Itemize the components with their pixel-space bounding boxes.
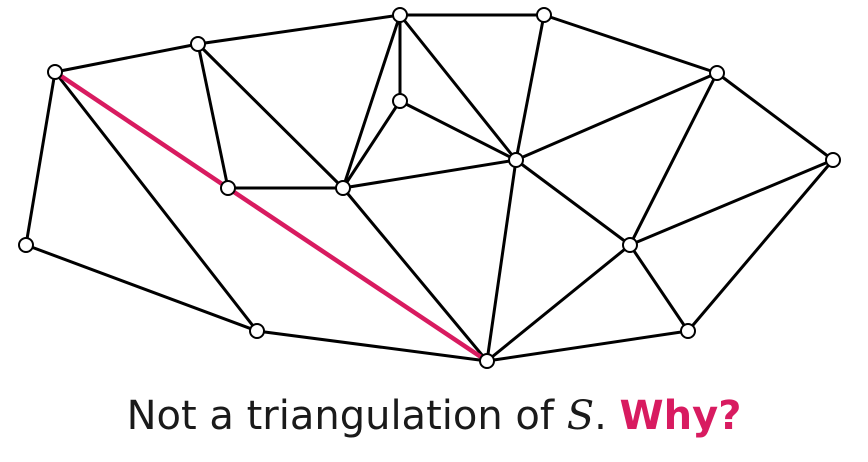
vertex-v13 [680, 323, 696, 339]
edge-v4-v5 [715, 71, 835, 162]
edge-v10-v0 [24, 70, 57, 247]
edge-v14-v12 [255, 329, 489, 363]
vertex-v9 [335, 180, 351, 196]
vertex-v0 [47, 64, 63, 80]
edge-v13-v14 [485, 329, 690, 363]
vertex-v4 [709, 65, 725, 81]
caption: Not a triangulation of S. Why? [0, 388, 868, 444]
edge-v6-v7 [398, 99, 518, 162]
vertex-v3 [536, 7, 552, 23]
vertex-v2 [392, 7, 408, 23]
caption-text: Not a triangulation of [126, 393, 567, 439]
edge-v4-v11 [628, 71, 719, 247]
vertex-v8 [220, 180, 236, 196]
edge-v4-v7 [514, 71, 719, 162]
vertex-v7 [508, 152, 524, 168]
vertex-v11 [622, 237, 638, 253]
caption-why: Why? [619, 393, 742, 439]
highlight-layer [52, 69, 490, 364]
highlight-edge-v8-v14 [225, 185, 490, 364]
vertex-v14 [479, 353, 495, 369]
edge-v12-v10 [24, 243, 259, 333]
edge-v5-v13 [686, 158, 835, 333]
edge-v0-v12 [53, 70, 259, 333]
edge-v0-v1 [53, 42, 200, 74]
vertex-v1 [190, 36, 206, 52]
edge-v1-v2 [196, 13, 402, 46]
edge-v3-v4 [542, 13, 719, 75]
edges-layer [24, 13, 835, 363]
edge-v7-v11 [514, 158, 632, 247]
vertex-v6 [392, 93, 408, 109]
caption-period: . [594, 393, 620, 439]
edge-v11-v13 [628, 243, 690, 333]
highlight-edge-v0-v8 [52, 69, 231, 191]
edge-v3-v7 [514, 13, 546, 162]
edge-v7-v14 [485, 158, 518, 363]
edge-v6-v9 [341, 99, 402, 190]
vertices-layer [18, 7, 841, 369]
edge-v2-v9 [341, 13, 402, 190]
caption-math-S: S [566, 393, 595, 439]
edge-v1-v8 [196, 42, 230, 190]
edge-v9-v14 [341, 186, 489, 363]
edge-v9-v7 [341, 158, 518, 190]
edge-v2-v7 [398, 13, 518, 162]
vertex-v12 [249, 323, 265, 339]
edge-v1-v9 [196, 42, 345, 190]
edge-v11-v14 [485, 243, 632, 363]
vertex-v5 [825, 152, 841, 168]
edge-v5-v11 [628, 158, 835, 247]
vertex-v10 [18, 237, 34, 253]
